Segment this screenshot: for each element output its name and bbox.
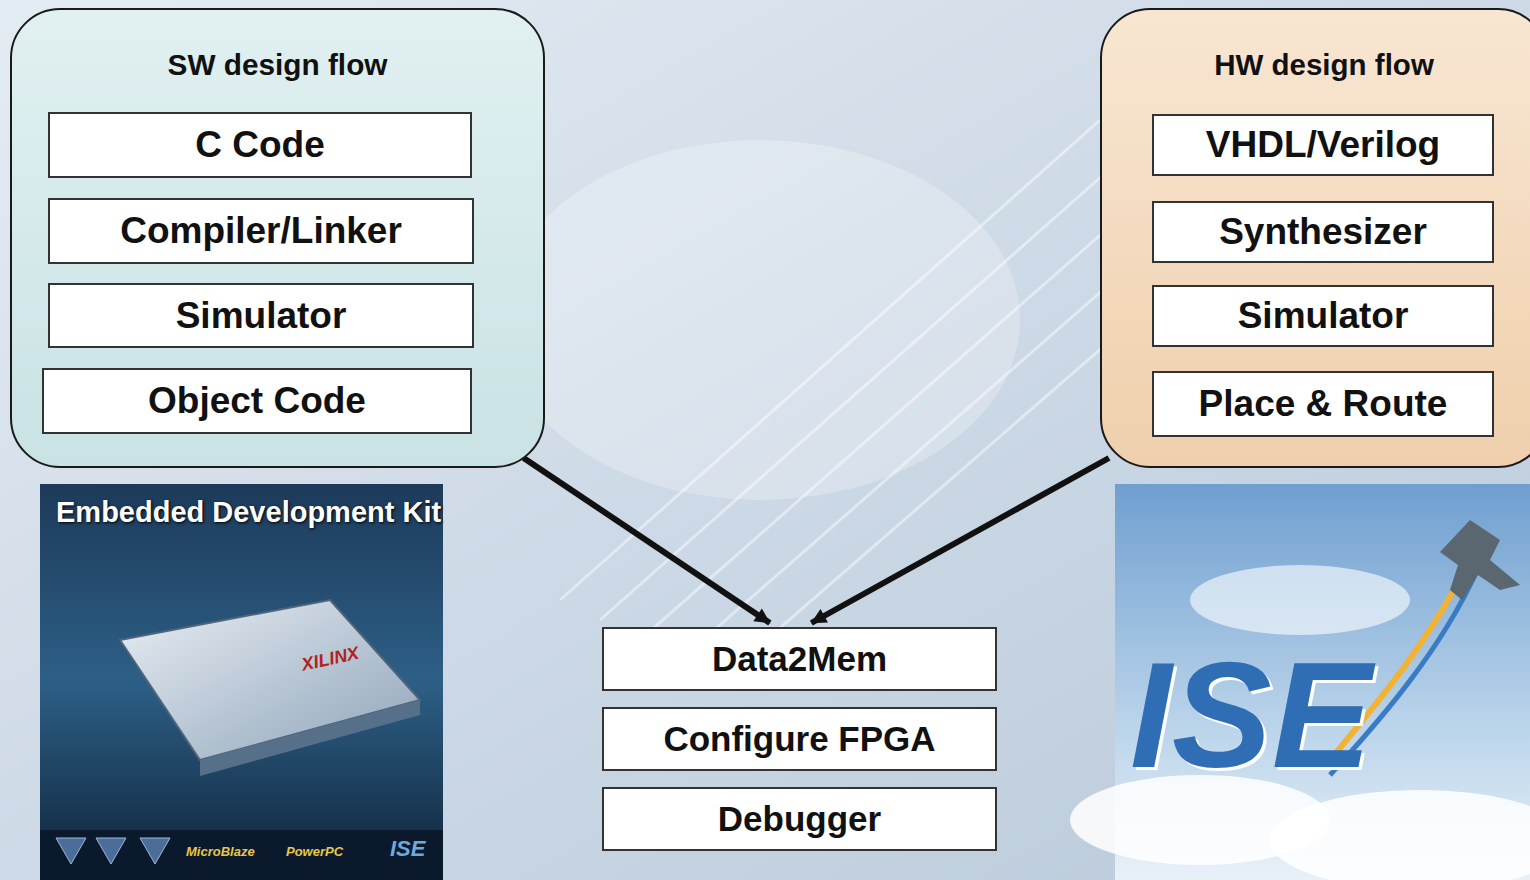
process-box: Configure FPGA xyxy=(602,707,997,771)
product-title: Embedded Development Kit xyxy=(56,498,441,527)
process-box: Compiler/Linker xyxy=(48,198,474,264)
panel-title: HW design flow xyxy=(1102,48,1530,82)
process-box: VHDL/Verilog xyxy=(1152,114,1494,176)
box-label: Data2Mem xyxy=(712,639,887,679)
box-label: Compiler/Linker xyxy=(120,210,402,252)
ise-cover xyxy=(1070,484,1530,880)
product-icon-label: ISE xyxy=(390,838,425,860)
box-label: VHDL/Verilog xyxy=(1206,124,1440,166)
edk-cover xyxy=(40,484,443,880)
process-box: Object Code xyxy=(42,368,472,434)
flow-arrow xyxy=(524,458,770,623)
flow-arrow xyxy=(811,458,1109,623)
process-box: Synthesizer xyxy=(1152,201,1494,263)
box-label: Place & Route xyxy=(1199,383,1448,425)
box-label: Synthesizer xyxy=(1219,211,1427,253)
box-label: Simulator xyxy=(176,295,347,337)
process-box: Place & Route xyxy=(1152,371,1494,437)
process-box: Simulator xyxy=(48,283,474,348)
product-icon-label: MicroBlaze xyxy=(186,845,255,858)
panel-title: SW design flow xyxy=(12,48,543,82)
box-label: Configure FPGA xyxy=(663,719,935,759)
product-icon-label: PowerPC xyxy=(286,845,343,858)
box-label: Object Code xyxy=(148,380,366,422)
box-label: Simulator xyxy=(1238,295,1409,337)
hw-flow-panel: HW design flowVHDL/VerilogSynthesizerSim… xyxy=(1100,8,1530,468)
process-box: Simulator xyxy=(1152,285,1494,347)
sw-flow-panel: SW design flow C CodeCompiler/LinkerSimul… xyxy=(10,8,545,468)
process-box: Data2Mem xyxy=(602,627,997,691)
process-box: Debugger xyxy=(602,787,997,851)
chip-marking: XILINX xyxy=(300,644,360,674)
box-label: C Code xyxy=(195,124,325,166)
process-box: C Code xyxy=(48,112,472,178)
ise-logo: ISE xyxy=(1130,640,1372,790)
box-label: Debugger xyxy=(718,799,881,839)
